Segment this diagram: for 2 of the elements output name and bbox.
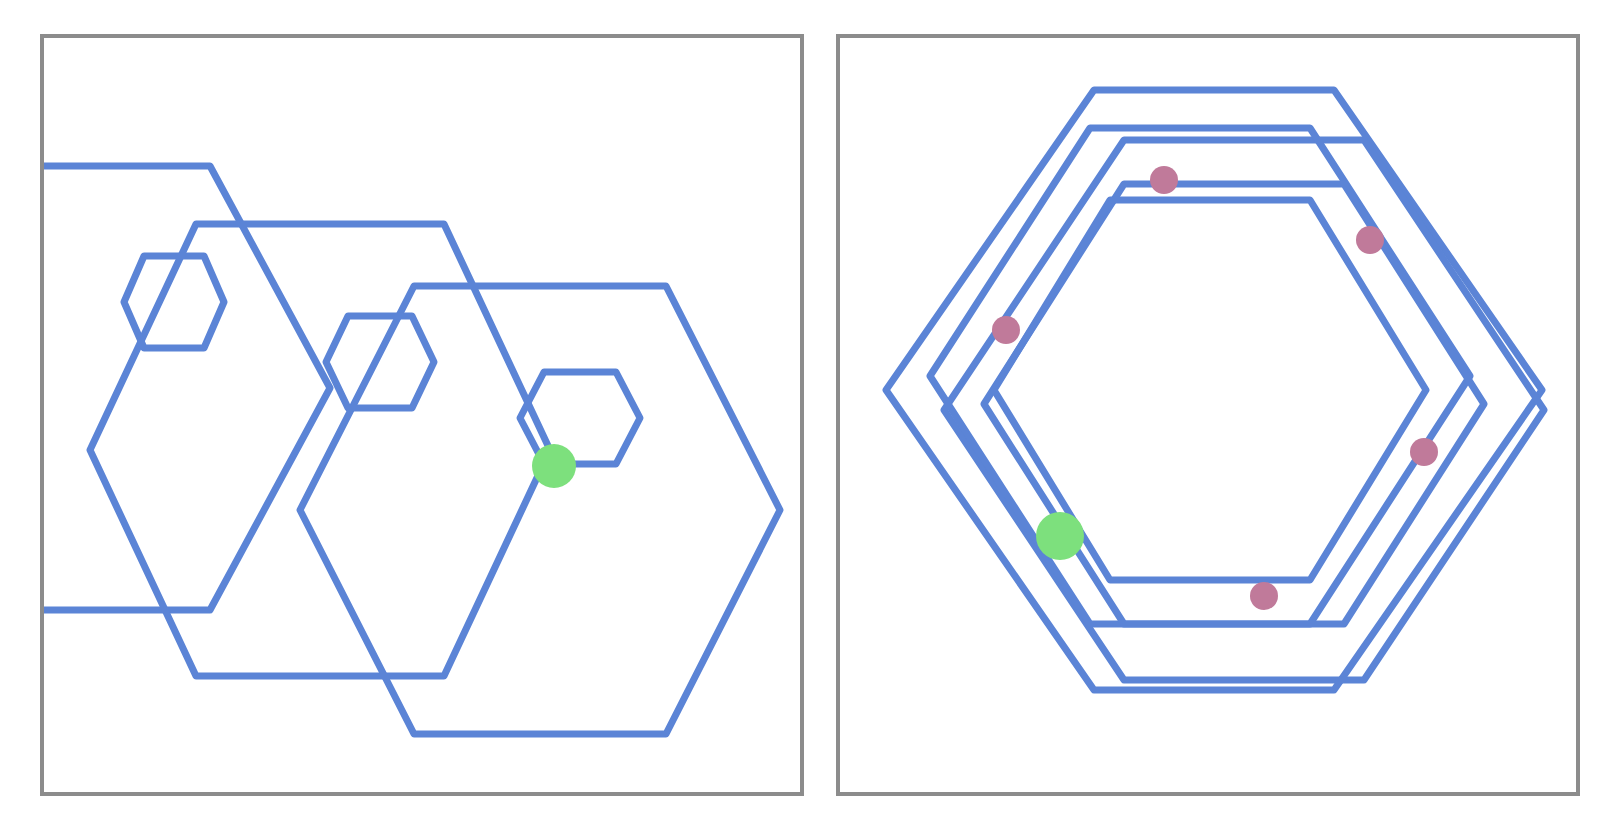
panel bbox=[40, 34, 804, 796]
panel bbox=[836, 34, 1580, 796]
